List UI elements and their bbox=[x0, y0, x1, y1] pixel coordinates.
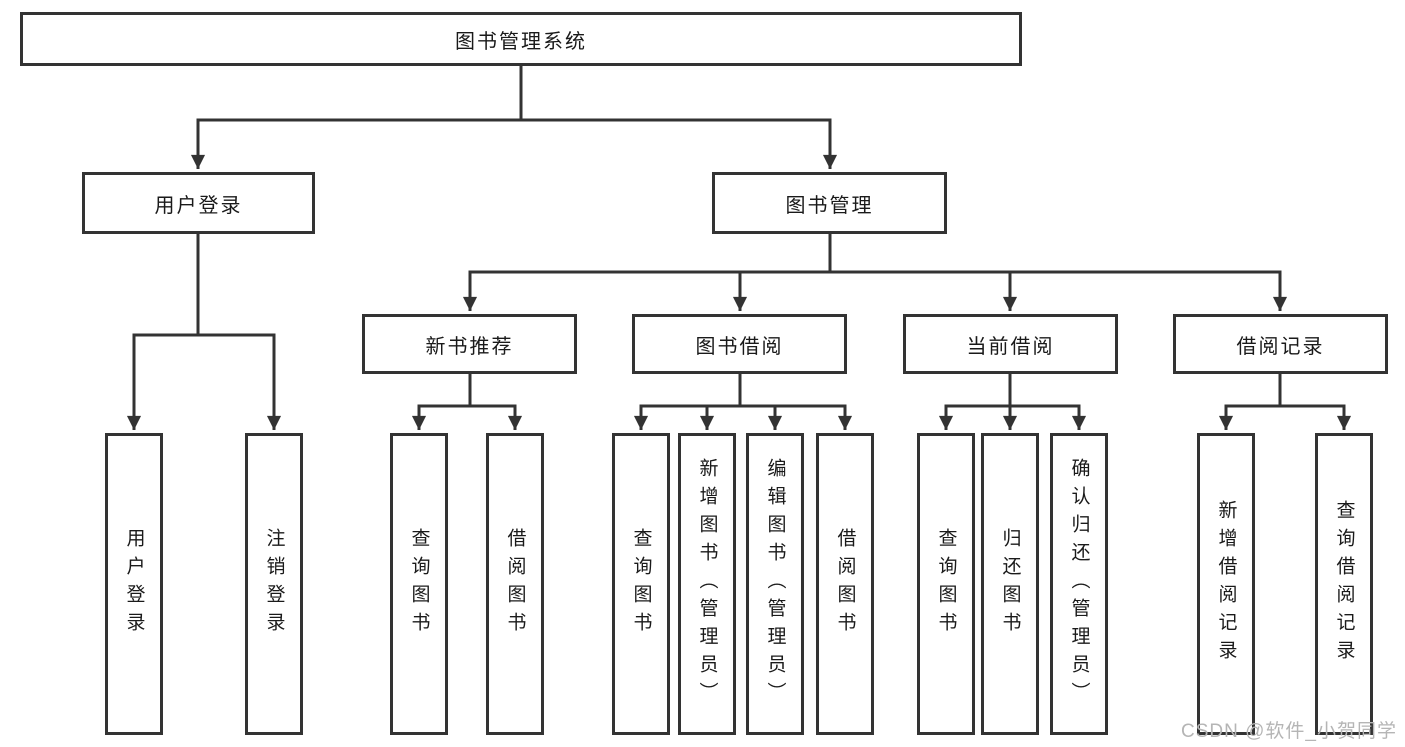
leaf-logout-login: 注销登录 bbox=[245, 433, 303, 735]
csdn-watermark: CSDN @软件_小贺同学 bbox=[1181, 721, 1397, 742]
leaf-query-book-recommend: 查询图书 bbox=[390, 433, 448, 735]
leaf-query-book-current-label: 查询图书 bbox=[935, 528, 957, 640]
leaf-query-book-borrow: 查询图书 bbox=[612, 433, 670, 735]
leaf-borrow-book: 借阅图书 bbox=[816, 433, 874, 735]
leaf-edit-book-admin-label: 编辑图书（管理员） bbox=[764, 458, 786, 710]
leaf-user-login: 用户登录 bbox=[105, 433, 163, 735]
leaf-edit-book-admin: 编辑图书（管理员） bbox=[746, 433, 804, 735]
node-root-label: 图书管理系统 bbox=[455, 30, 587, 53]
leaf-user-login-label: 用户登录 bbox=[123, 528, 145, 640]
leaf-confirm-return-admin-label: 确认归还（管理员） bbox=[1068, 458, 1090, 710]
node-new-book-recommend-label: 新书推荐 bbox=[425, 335, 514, 358]
node-user-login-label: 用户登录 bbox=[154, 194, 243, 217]
node-user-login: 用户登录 bbox=[82, 172, 315, 234]
leaf-borrow-book-label: 借阅图书 bbox=[834, 528, 856, 640]
leaf-borrow-book-recommend: 借阅图书 bbox=[486, 433, 544, 735]
leaf-borrow-book-recommend-label: 借阅图书 bbox=[504, 528, 526, 640]
node-book-borrow: 图书借阅 bbox=[632, 314, 847, 374]
node-root: 图书管理系统 bbox=[20, 12, 1022, 66]
node-book-borrow-label: 图书借阅 bbox=[695, 335, 784, 358]
leaf-add-book-admin-label: 新增图书（管理员） bbox=[696, 458, 718, 710]
leaf-query-borrow-record-label: 查询借阅记录 bbox=[1333, 500, 1355, 668]
leaf-add-book-admin: 新增图书（管理员） bbox=[678, 433, 736, 735]
leaf-add-borrow-record-label: 新增借阅记录 bbox=[1215, 500, 1237, 668]
leaf-return-book-label: 归还图书 bbox=[999, 528, 1021, 640]
node-new-book-recommend: 新书推荐 bbox=[362, 314, 577, 374]
leaf-query-book-current: 查询图书 bbox=[917, 433, 975, 735]
leaf-query-borrow-record: 查询借阅记录 bbox=[1315, 433, 1373, 735]
node-borrow-record-label: 借阅记录 bbox=[1236, 335, 1325, 358]
leaf-add-borrow-record: 新增借阅记录 bbox=[1197, 433, 1255, 735]
node-book-management: 图书管理 bbox=[712, 172, 947, 234]
node-book-management-label: 图书管理 bbox=[785, 194, 874, 217]
node-current-borrow: 当前借阅 bbox=[903, 314, 1118, 374]
leaf-return-book: 归还图书 bbox=[981, 433, 1039, 735]
node-current-borrow-label: 当前借阅 bbox=[966, 335, 1055, 358]
leaf-query-book-recommend-label: 查询图书 bbox=[408, 528, 430, 640]
leaf-query-book-borrow-label: 查询图书 bbox=[630, 528, 652, 640]
leaf-logout-login-label: 注销登录 bbox=[263, 528, 285, 640]
leaf-confirm-return-admin: 确认归还（管理员） bbox=[1050, 433, 1108, 735]
node-borrow-record: 借阅记录 bbox=[1173, 314, 1388, 374]
